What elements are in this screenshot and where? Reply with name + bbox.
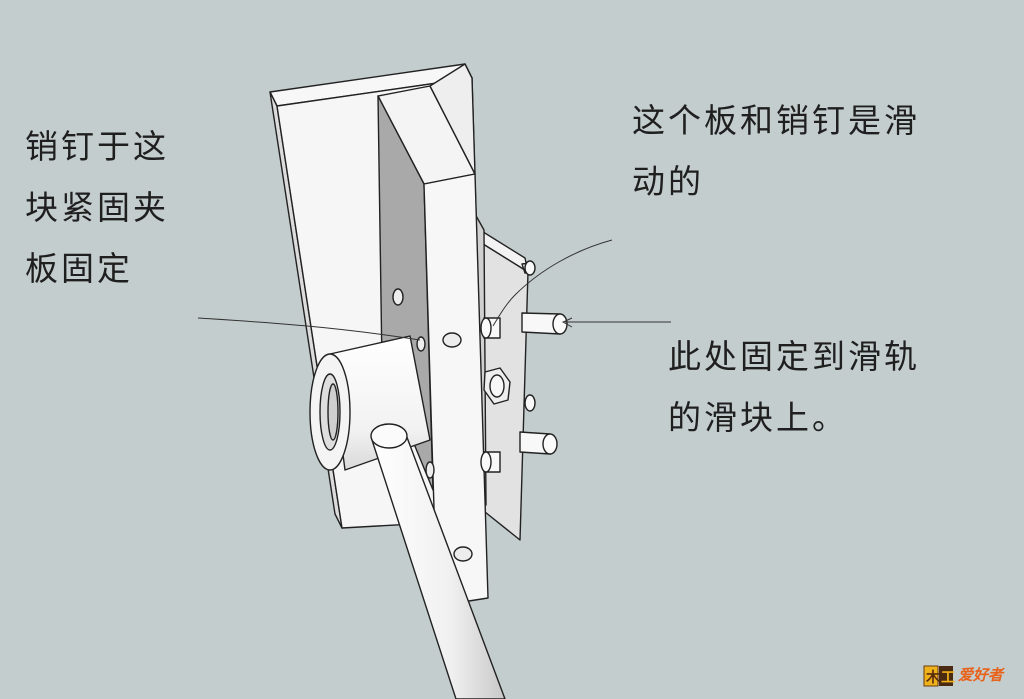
svg-text:工: 工 xyxy=(941,670,955,686)
watermark-logo: 木 工 爱好者 xyxy=(922,662,1018,690)
leader-line-top-right xyxy=(492,239,613,327)
clamp-block xyxy=(377,63,489,607)
leader-lines xyxy=(197,239,671,341)
annotation-sliding-plate: 这个板和销钉是滑 动的 xyxy=(632,101,920,201)
pin-mounting xyxy=(521,312,568,335)
arrowhead-bottom-right xyxy=(561,317,573,328)
svg-text:木: 木 xyxy=(925,669,941,686)
guide-rod xyxy=(370,423,506,699)
pin-sliding xyxy=(480,317,501,339)
watermark-icon: 木 工 xyxy=(923,665,955,687)
pin-upper-right xyxy=(521,260,536,276)
annotation-pin-clamp: 销钉于这 块紧固夹 板固定 xyxy=(25,127,169,288)
leader-line-left xyxy=(197,317,421,341)
annotation-rail-mount: 此处固定到滑轨 的滑块上。 xyxy=(668,337,920,437)
nut-screw xyxy=(483,367,511,405)
watermark-text: 爱好者 xyxy=(958,666,1004,684)
mounting-holes xyxy=(392,288,473,562)
pin-small xyxy=(524,394,536,412)
pin-lower xyxy=(480,431,558,473)
